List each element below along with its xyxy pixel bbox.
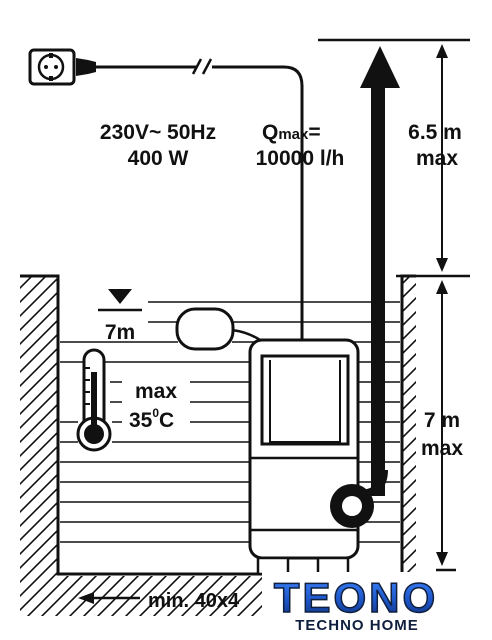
flow-equals: = (308, 121, 320, 144)
temperature-number: 35 (129, 409, 153, 432)
temperature-line2: 350C (129, 406, 174, 432)
power-plug (28, 48, 96, 86)
water-lines (60, 301, 400, 543)
pump-outlet (330, 469, 388, 528)
well-pit (20, 274, 416, 616)
power-rating-line1: 230V~ 50Hz (100, 121, 216, 144)
flow-subscript: max (278, 126, 309, 143)
flow-rate-value: 10000 l/h (256, 147, 345, 170)
water-level-label: 7m (105, 321, 135, 344)
brand-name: TEONO (274, 574, 438, 621)
temperature-line1: max (135, 380, 177, 403)
temperature-unit: C (159, 409, 174, 432)
pump (248, 338, 360, 576)
depth-note: max (421, 437, 463, 460)
discharge-pipe (360, 46, 400, 496)
water-level-marker (98, 289, 142, 312)
lift-height-value: 6.5 m (408, 121, 462, 144)
power-rating-line2: 400 W (128, 147, 189, 170)
flow-prefix: Q (262, 121, 278, 144)
flow-rate-label: Qmax= (262, 121, 321, 144)
brand-tagline: TECHNO HOME (295, 617, 419, 634)
lift-height-note: max (416, 147, 458, 170)
clearance-label: min. 40x4 (148, 590, 240, 612)
depth-dimension (436, 280, 456, 572)
brand-logo: TEONO TECHNO HOME (262, 572, 454, 636)
lift-height-dimension (318, 38, 470, 278)
temperature-degree: 0 (152, 406, 159, 420)
thermometer-icon (76, 348, 112, 452)
clearance-arrow (78, 592, 140, 604)
depth-value: 7 m (424, 409, 460, 432)
power-cable (96, 58, 304, 375)
